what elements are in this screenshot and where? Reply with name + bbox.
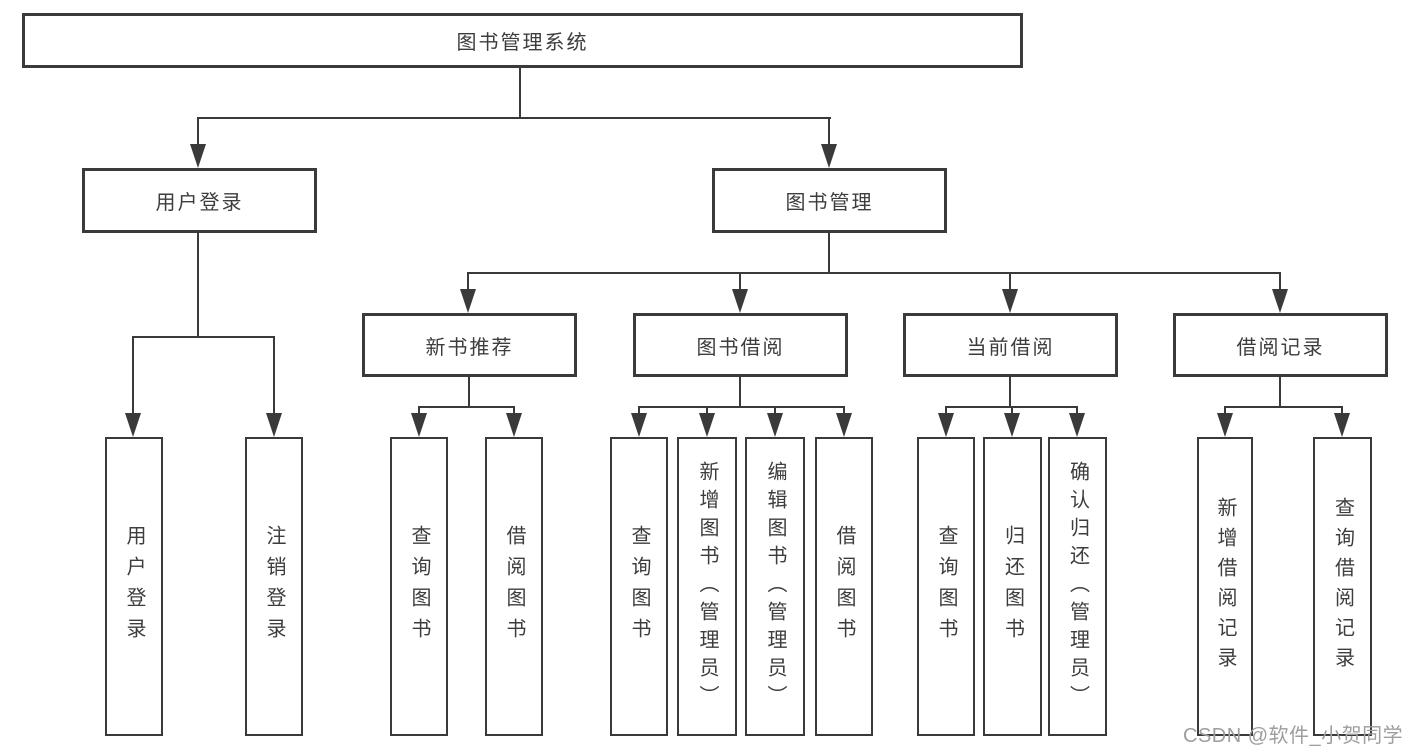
connector-borrow-records-rail (1224, 406, 1343, 408)
connector-level3-rail (467, 272, 1281, 274)
leaf-new-books-borrow: 借阅图书 (485, 437, 543, 736)
connector-book-mgmt-stem (828, 233, 830, 274)
connector-leaf-drop (945, 406, 947, 416)
arrow-down-icon (190, 144, 206, 168)
arrow-down-icon (631, 413, 647, 437)
arrow-down-icon (125, 413, 141, 437)
connector-leaf-drop (1011, 406, 1013, 416)
leaf-current-query: 查询图书 (917, 437, 975, 736)
arrow-down-icon (699, 413, 715, 437)
node-current-borrow: 当前借阅 (903, 313, 1118, 377)
connector-leaf-drop (513, 406, 515, 416)
leaf-current-confirm-return-admin: 确认归还（管理员） (1048, 437, 1107, 736)
connector-new-books-stem (468, 377, 470, 407)
connector-leaf-drop (1076, 406, 1078, 416)
node-borrow-records: 借阅记录 (1173, 313, 1388, 377)
node-root: 图书管理系统 (22, 13, 1023, 68)
connector-current-borrow-drop (1009, 272, 1011, 292)
connector-current-borrow-stem (1009, 377, 1011, 407)
arrow-down-icon (732, 289, 748, 313)
leaf-records-query: 查询借阅记录 (1313, 437, 1372, 736)
arrow-down-icon (1272, 289, 1288, 313)
connector-leaf-drop (132, 336, 134, 416)
arrow-down-icon (1069, 413, 1085, 437)
leaf-borrow-edit-admin: 编辑图书（管理员） (745, 437, 805, 736)
arrow-down-icon (411, 413, 427, 437)
leaf-current-return: 归还图书 (983, 437, 1042, 736)
leaf-borrow-add-admin: 新增图书（管理员） (677, 437, 737, 736)
node-book-mgmt: 图书管理 (712, 168, 947, 233)
leaf-user-login: 用户登录 (105, 437, 163, 736)
connector-leaf-drop (774, 406, 776, 416)
arrow-down-icon (836, 413, 852, 437)
arrow-down-icon (266, 413, 282, 437)
leaf-records-add: 新增借阅记录 (1197, 437, 1253, 736)
connector-leaf-drop (706, 406, 708, 416)
connector-book-borrow-stem (739, 377, 741, 407)
connector-leaf-drop (1224, 406, 1226, 416)
connector-user-login-rail (132, 336, 274, 338)
arrow-down-icon (821, 144, 837, 168)
node-new-books: 新书推荐 (362, 313, 577, 377)
arrow-down-icon (767, 413, 783, 437)
connector-new-books-drop (467, 272, 469, 292)
arrow-down-icon (1334, 413, 1350, 437)
connector-leaf-drop (418, 406, 420, 416)
arrow-down-icon (938, 413, 954, 437)
arrow-down-icon (1002, 289, 1018, 313)
arrow-down-icon (506, 413, 522, 437)
connector-book-borrow-drop (739, 272, 741, 292)
connector-new-books-rail (418, 406, 515, 408)
connector-user-login-drop (197, 117, 199, 147)
leaf-borrow-query: 查询图书 (610, 437, 668, 736)
connector-borrow-records-drop (1279, 272, 1281, 292)
connector-book-borrow-rail (638, 406, 845, 408)
arrow-down-icon (1004, 413, 1020, 437)
connector-leaf-drop (638, 406, 640, 416)
connector-book-mgmt-drop (828, 117, 830, 147)
connector-leaf-drop (273, 336, 275, 416)
connector-root-stem (519, 68, 521, 118)
connector-borrow-records-stem (1279, 377, 1281, 407)
leaf-new-books-query: 查询图书 (390, 437, 448, 736)
connector-user-login-stem (197, 233, 199, 337)
arrow-down-icon (460, 289, 476, 313)
leaf-borrow-book: 借阅图书 (815, 437, 873, 736)
node-book-borrow: 图书借阅 (633, 313, 848, 377)
connector-leaf-drop (1341, 406, 1343, 416)
connector-level2-rail (197, 117, 831, 119)
connector-leaf-drop (843, 406, 845, 416)
arrow-down-icon (1217, 413, 1233, 437)
leaf-logout: 注销登录 (245, 437, 303, 736)
node-user-login: 用户登录 (82, 168, 317, 233)
watermark: CSDN @软件_小贺同学 (1183, 725, 1404, 747)
